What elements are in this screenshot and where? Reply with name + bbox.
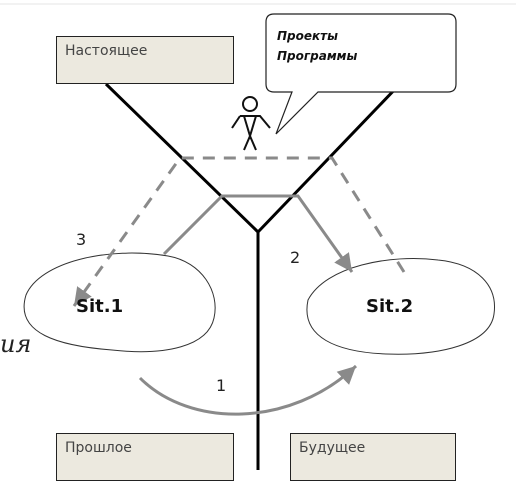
person-icon	[231, 96, 271, 151]
past-label: Прошлое	[65, 440, 132, 456]
speech-line-1: Проекты	[277, 29, 338, 43]
future-label-box: Будущее	[290, 433, 456, 481]
present-label-box: Настоящее	[56, 36, 234, 84]
sit2-cloud	[306, 258, 495, 355]
arrow-1-curve	[138, 364, 358, 416]
arrow-3-dashed-path	[72, 156, 406, 307]
past-label-box: Прошлое	[56, 433, 234, 481]
speech-bubble-text: Проекты Программы	[277, 26, 357, 66]
speech-bubble	[265, 13, 457, 135]
sit2-label: Sit.2	[366, 296, 414, 317]
arrow-1-number: 1	[216, 376, 227, 395]
sit1-label: Sit.1	[76, 296, 124, 317]
arrow-2-path	[162, 194, 354, 273]
speech-line-2: Программы	[277, 49, 358, 63]
sit1-cloud	[23, 252, 216, 353]
future-label: Будущее	[299, 440, 366, 456]
present-label: Настоящее	[65, 43, 148, 59]
arrow-3-number: 3	[76, 230, 87, 249]
partial-cropped-text: ия	[0, 330, 32, 358]
arrow-2-number: 2	[290, 248, 301, 267]
